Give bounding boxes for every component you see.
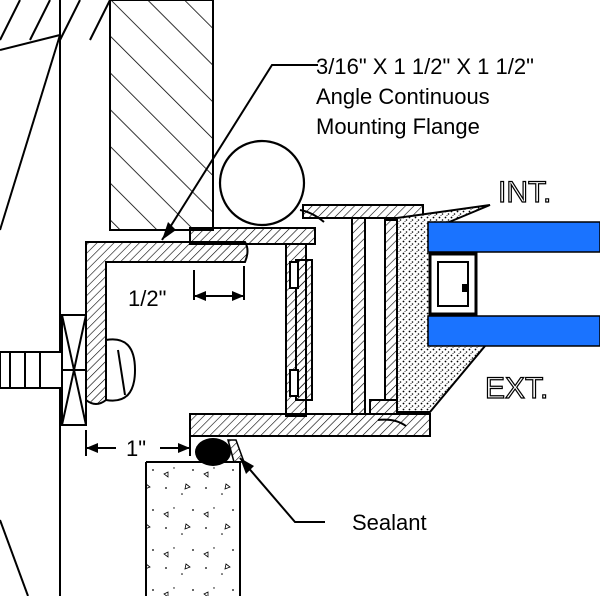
leader-arrow-flange — [162, 222, 176, 240]
leader-lines — [161, 64, 325, 523]
concrete-sill — [145, 461, 241, 596]
sealant-callout: Sealant — [352, 510, 427, 535]
dimension-half-inch-label: 1/2" — [128, 286, 166, 311]
exterior-label: EXT. — [485, 372, 548, 405]
flange-callout-line1: 3/16" X 1 1/2" X 1 1/2" — [316, 54, 534, 79]
glass-pane-exterior — [427, 315, 600, 347]
flange-callout-line3: Mounting Flange — [316, 114, 480, 139]
top-wall-hatch — [0, 0, 111, 41]
leader-arrow-sealant — [240, 458, 254, 474]
insulated-glass-unit — [427, 221, 600, 347]
flange-callout-line2: Angle Continuous — [316, 84, 490, 109]
dimension-one-inch-label: 1" — [126, 436, 146, 461]
interior-label: INT. — [498, 176, 551, 209]
bolt-assembly — [0, 314, 137, 426]
masonry-block — [109, 0, 214, 231]
glass-pane-interior — [427, 221, 600, 253]
angle-mounting-flange — [85, 241, 249, 405]
wall-structure — [0, 0, 61, 596]
sealant-bead — [195, 438, 246, 466]
backer-rod — [218, 139, 306, 227]
window-frame-extrusion — [189, 204, 431, 437]
